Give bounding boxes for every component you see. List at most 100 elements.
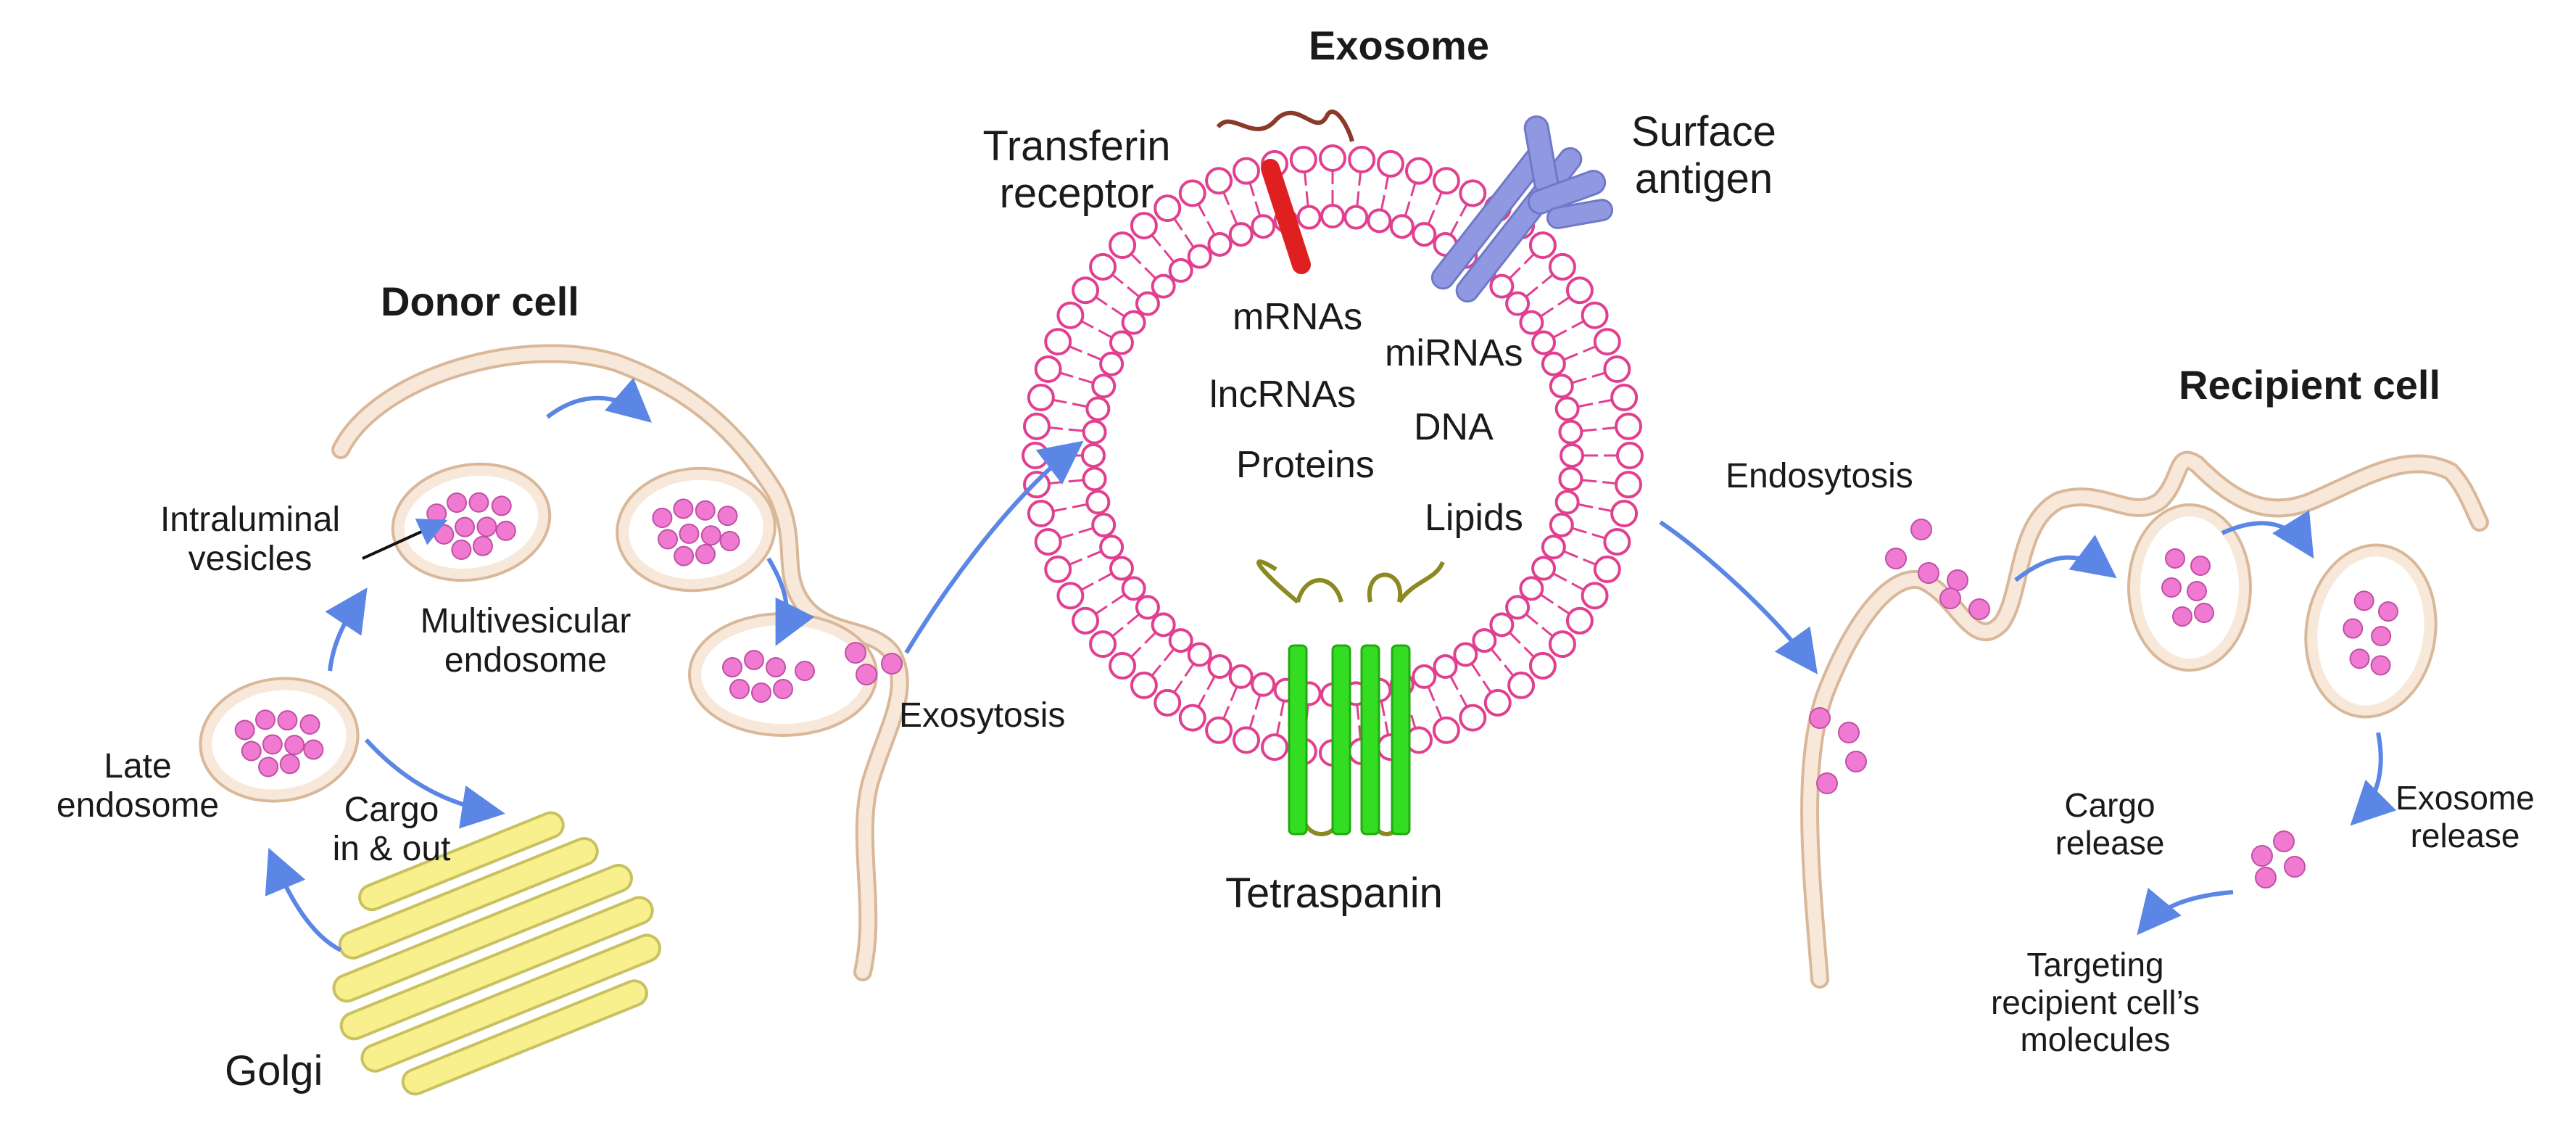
lipid-head <box>1187 244 1212 269</box>
lipid-head <box>1432 716 1460 744</box>
lipid-tail <box>1072 503 1088 508</box>
intraluminal-vesicle <box>2172 606 2192 627</box>
lipid-head <box>1593 555 1621 583</box>
intraluminal-vesicle <box>722 657 742 677</box>
lipid-head <box>1168 628 1193 653</box>
lipid-head <box>1099 535 1125 560</box>
exosome-vesicle <box>2284 856 2306 878</box>
lipid-tail <box>1490 647 1502 661</box>
intraluminal-vesicle <box>284 735 305 756</box>
lipid-head <box>1505 291 1531 316</box>
lipid-head <box>1541 535 1566 560</box>
intraluminal-vesicle <box>299 714 320 735</box>
lipid-head <box>1616 442 1644 469</box>
lipid-head <box>1022 471 1051 499</box>
lipid-tail <box>1562 352 1578 361</box>
lipid-head <box>1565 606 1594 635</box>
lipid-tail <box>1127 613 1141 625</box>
surface-antigen-label: Surface antigen <box>1631 108 1776 202</box>
lipid-tail <box>1356 704 1360 720</box>
lipid-tail <box>1577 403 1594 408</box>
lipid-head <box>1459 704 1487 732</box>
lipid-tail <box>1380 194 1386 211</box>
exosome-vesicle <box>1838 722 1860 743</box>
endocytosis-label: Endosytosis <box>1726 457 1913 495</box>
lipid-head <box>1135 291 1160 316</box>
lipid-head <box>1027 384 1055 412</box>
lipid-head <box>1519 576 1544 601</box>
lipid-tail <box>1577 503 1594 508</box>
lipid-head <box>1528 231 1557 260</box>
tetraspanin-protein <box>1256 559 1445 836</box>
intraluminal-vesicle <box>472 535 493 556</box>
lipid-head <box>1121 576 1146 601</box>
lipid-tail <box>1508 631 1521 644</box>
exosome-vesicle <box>1910 519 1932 540</box>
lipid-head <box>1519 310 1544 335</box>
lipid-tail <box>1087 550 1103 558</box>
multivesicular-endosome <box>391 462 552 582</box>
lipid-head <box>1296 205 1322 230</box>
lipid-head <box>1548 630 1576 659</box>
lipid-tail <box>1280 700 1285 717</box>
lipid-head <box>1489 612 1515 638</box>
exosome-vesicle <box>1918 562 1939 584</box>
lipid-tail <box>1184 234 1196 249</box>
lipid-tail <box>1098 572 1114 582</box>
lipid-head <box>1151 612 1176 638</box>
intraluminal-vesicle <box>491 495 512 516</box>
lipid-tail <box>1305 191 1309 207</box>
arrow-cargo-release <box>2137 887 2234 936</box>
lipid-head <box>1389 214 1415 239</box>
targeting-label: Targeting recipient cell’s molecules <box>1990 946 2200 1059</box>
lipid-head <box>1528 651 1557 680</box>
arrow-exosome-release <box>2350 732 2397 826</box>
intraluminal-vesicle <box>234 720 255 741</box>
exosome-vesicle <box>2273 830 2295 852</box>
intraluminal-vesicle <box>795 661 815 681</box>
lipid-head <box>1228 664 1254 689</box>
lipid-head <box>1154 688 1182 717</box>
lipid-head <box>1168 257 1193 283</box>
lipid-tail <box>1552 329 1567 339</box>
lipid-head <box>1261 733 1289 762</box>
lipid-head <box>1109 651 1137 680</box>
lipid-head <box>1232 157 1260 185</box>
lipid-head <box>1289 145 1317 173</box>
exosome-vesicle <box>1809 707 1831 729</box>
lipid-head <box>1082 419 1107 445</box>
lipid-tail <box>1508 267 1521 280</box>
intraluminal-vesicle <box>2377 601 2398 622</box>
intraluminal-vesicles-label: Intraluminal vesicles <box>160 500 341 578</box>
intraluminal-vesicle <box>674 545 695 566</box>
lipid-head <box>1056 582 1085 610</box>
lipid-head <box>1085 396 1111 421</box>
lipid-tail <box>1380 700 1386 717</box>
lipid-head <box>1565 276 1594 305</box>
lipid-head <box>1207 654 1233 680</box>
exosome-vesicle <box>1947 569 1968 591</box>
lipid-tail <box>1581 428 1597 432</box>
intraluminal-vesicle <box>451 539 472 560</box>
lipid-head <box>1154 194 1182 223</box>
lipid-head <box>1610 384 1639 412</box>
intraluminal-vesicle <box>2353 590 2374 611</box>
lipid-head <box>1581 582 1609 610</box>
lipid-head <box>1453 642 1478 667</box>
lipid-head <box>1320 204 1345 228</box>
lipid-tail <box>1524 613 1538 625</box>
lipid-head <box>1319 144 1346 172</box>
donor-cell-title: Donor cell <box>381 279 579 324</box>
lipid-head <box>1089 630 1117 659</box>
lipid-head <box>1251 672 1276 697</box>
lipid-tail <box>1163 647 1175 661</box>
lipid-head <box>1205 167 1233 195</box>
lipid-head <box>1091 374 1117 399</box>
arrow-recipient-1 <box>2014 535 2117 582</box>
lipid-head <box>1505 595 1531 620</box>
intraluminal-vesicle <box>476 516 497 537</box>
golgi-apparatus <box>332 811 661 1096</box>
lipid-tail <box>1127 286 1141 298</box>
intraluminal-vesicle <box>2343 618 2364 639</box>
exosome-release-label: Exosome release <box>2395 779 2535 854</box>
